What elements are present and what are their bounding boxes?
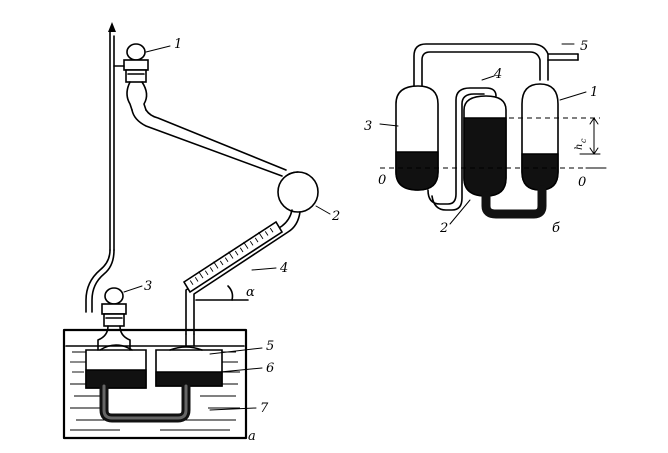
stopcock-1 (113, 43, 149, 111)
scale-tick (213, 261, 219, 269)
bottom-u-b (481, 185, 547, 219)
label-a-4: 4 (279, 261, 288, 276)
label-a-5: 5 (266, 339, 274, 354)
connecting-u-tube (99, 381, 191, 423)
scale-tick (264, 231, 269, 236)
leaders-a (123, 45, 331, 411)
scale-tick (219, 260, 224, 266)
scale-tick (249, 240, 254, 246)
label-a-3: 3 (144, 279, 152, 294)
label-b-zero-right: 0 (578, 175, 586, 190)
leaders-b (379, 43, 587, 225)
top-tube-b (413, 43, 579, 89)
vessel-2 (463, 95, 507, 197)
label-b-4: 4 (493, 67, 502, 82)
thin-tube-4 (427, 87, 497, 211)
stopcock-3 (97, 287, 131, 351)
right-vessel (155, 346, 223, 387)
label-b-zero-left: 0 (378, 173, 386, 188)
upper-diagonal-tube (131, 109, 287, 177)
label-a-2: 2 (331, 209, 340, 224)
label-b-height-sub: с (579, 138, 588, 143)
label-b-height-group: h с (574, 138, 588, 150)
water-bath (62, 328, 248, 440)
label-b-2: 2 (439, 221, 448, 236)
left-vessel (85, 344, 147, 389)
scale-tick (209, 267, 214, 272)
vessel-1 (521, 83, 559, 191)
inclined-manometer (182, 209, 301, 347)
label-b-panel: б (552, 221, 560, 236)
bulb-2 (277, 171, 319, 213)
label-b-5: 5 (580, 39, 588, 54)
label-b-height: h (574, 144, 585, 150)
label-b-3: 3 (364, 119, 372, 134)
scale-tick (228, 251, 234, 259)
label-a-1: 1 (174, 37, 182, 52)
label-b-1: 1 (590, 85, 598, 100)
scale-tick (234, 250, 239, 256)
scale-tick (204, 270, 209, 276)
scale-tick (198, 271, 204, 279)
label-a-angle: α (246, 285, 255, 300)
scale-tick (194, 276, 199, 282)
outlet-tube (85, 22, 116, 313)
apparatus-a: 1 2 3 4 α 5 6 7 а (62, 22, 340, 444)
label-a-6: 6 (266, 361, 274, 376)
scale-tick (243, 241, 249, 249)
label-a-7: 7 (260, 401, 269, 416)
scale-tick (258, 231, 264, 240)
apparatus-b: 5 4 1 3 0 0 2 б h с (364, 39, 607, 236)
vessel-3 (395, 85, 439, 191)
label-a-panel: а (248, 429, 256, 444)
scale-tick (254, 237, 259, 243)
scale-tick (189, 280, 194, 285)
level-lines-b (380, 117, 607, 169)
scale-tick (239, 247, 244, 253)
scale-tick (224, 257, 229, 263)
scale-tick (269, 227, 274, 233)
